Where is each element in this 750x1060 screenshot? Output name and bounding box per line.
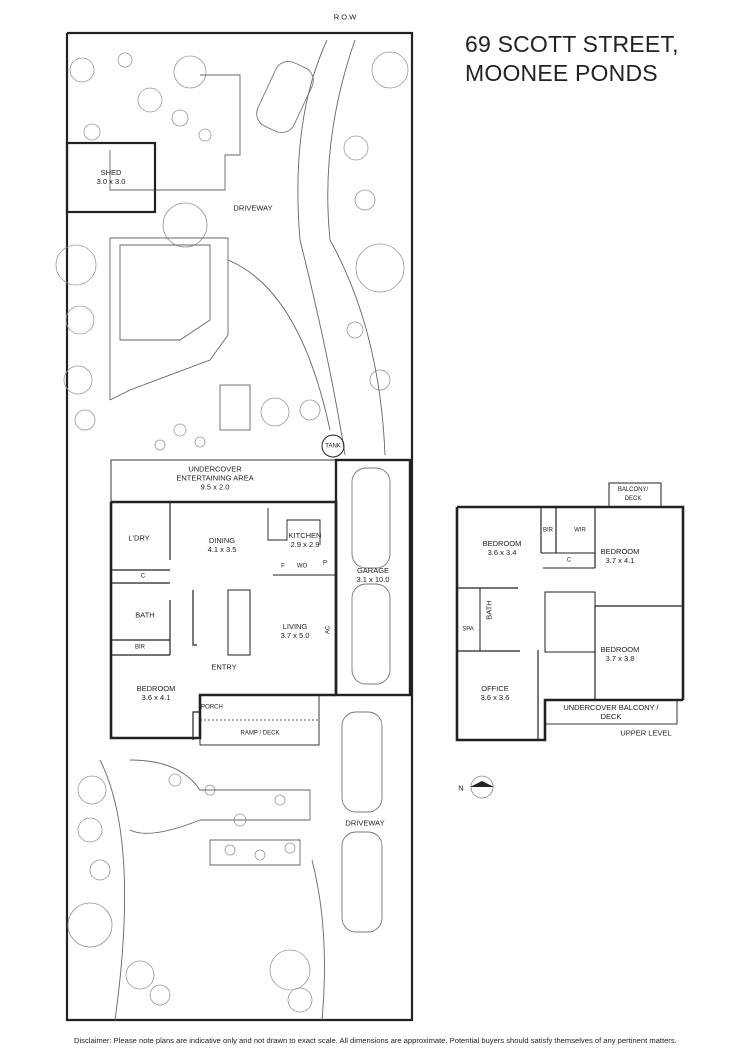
fixture-ac: AC <box>325 625 332 635</box>
room-entry: ENTRY <box>211 662 237 672</box>
row-label: R.O.W <box>333 12 357 22</box>
cars <box>256 60 391 933</box>
room-laundry: L'DRY <box>128 533 150 543</box>
room-bath: BATH <box>135 610 155 620</box>
room-spa: SPA <box>462 626 474 633</box>
water-tank <box>321 434 345 458</box>
lot-boundary <box>65 31 414 1022</box>
north-compass <box>470 775 494 799</box>
upper-level-label: UPPER LEVEL <box>620 728 672 738</box>
room-upper-bath: BATH <box>484 600 494 620</box>
driveway-rear-label: DRIVEWAY <box>233 203 273 213</box>
room-wir: WIR <box>574 527 586 534</box>
room-undercover-balcony: UNDERCOVER BALCONY / DECK <box>563 703 659 721</box>
room-porch: PORCH <box>201 704 223 711</box>
garden-beds <box>99 39 386 1021</box>
room-balcony-deck: BALCONY/ DECK <box>617 487 649 502</box>
fixture-wall-oven: WO <box>296 563 308 570</box>
trees <box>55 51 409 1013</box>
room-bir: BIR <box>134 644 146 651</box>
upper-level-walls <box>455 482 685 742</box>
room-upper-bir: BIR <box>542 527 554 534</box>
fixture-pantry: P <box>322 560 328 567</box>
ground-floor-walls <box>109 458 412 746</box>
room-cupboard: C <box>140 573 146 580</box>
room-upper-cupboard: C <box>566 557 572 564</box>
fixture-fridge: F <box>281 563 285 570</box>
shed <box>65 141 157 214</box>
address-line-1: 69 SCOTT STREET, <box>465 31 679 57</box>
compass-north-label: N <box>458 783 464 793</box>
tank-label: TANK <box>325 443 341 450</box>
disclaimer: Disclaimer: Please note plans are indica… <box>74 1036 677 1045</box>
room-ramp-deck: RAMP / DECK <box>240 730 280 737</box>
property-address: 69 SCOTT STREET, MOONEE PONDS <box>465 30 679 88</box>
driveway-front-label: DRIVEWAY <box>345 818 385 828</box>
address-line-2: MOONEE PONDS <box>465 60 658 86</box>
